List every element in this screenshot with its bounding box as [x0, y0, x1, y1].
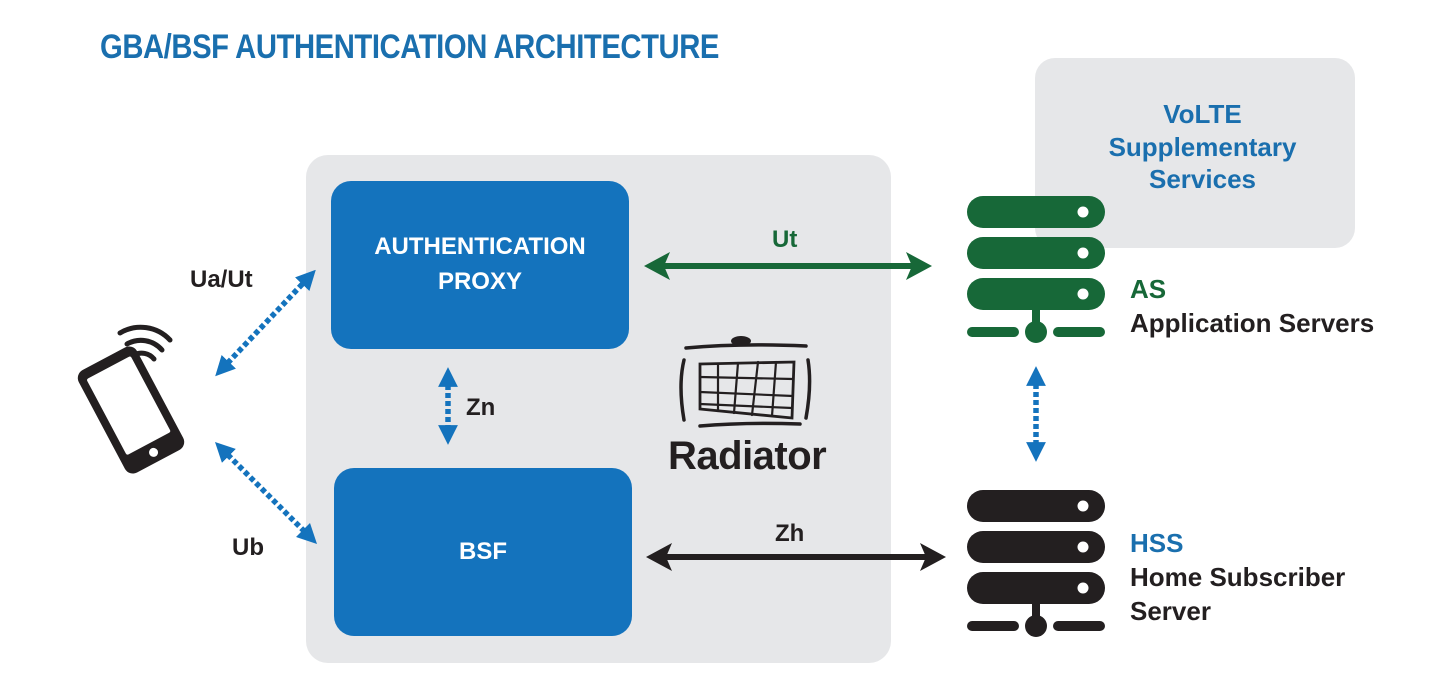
ua-ut-label: Ua/Ut — [190, 266, 253, 293]
volte-line2: Supplementary — [1108, 131, 1297, 162]
auth-proxy-line1: AUTHENTICATION — [374, 233, 586, 261]
as-label: AS Application Servers — [1130, 273, 1374, 341]
hss-label: HSS Home Subscriber Server — [1130, 527, 1345, 628]
volte-line1: VoLTE — [1163, 99, 1242, 129]
ua-ut-arrow — [215, 269, 316, 377]
volte-line3: Services — [1149, 164, 1256, 194]
hss-server-stack-icon — [967, 490, 1105, 637]
ub-arrow — [214, 441, 318, 545]
bsf-node: BSF — [334, 468, 632, 636]
radiator-logo-icon — [679, 336, 812, 428]
ut-arrow — [644, 252, 932, 280]
smartphone-wireless-icon — [77, 324, 185, 474]
authentication-proxy-node: AUTHENTICATION PROXY — [331, 181, 629, 349]
radiator-wordmark: Radiator — [668, 434, 827, 478]
bsf-label: BSF — [459, 537, 507, 565]
hss-name-line1: Home Subscriber — [1130, 561, 1346, 592]
as-abbr: AS — [1130, 274, 1167, 304]
zn-label: Zn — [466, 394, 496, 421]
ub-label: Ub — [232, 534, 264, 561]
ut-label: Ut — [772, 226, 798, 253]
hss-abbr: HSS — [1130, 528, 1184, 558]
hss-name-line2: Server — [1130, 595, 1211, 626]
zh-arrow — [646, 543, 946, 571]
zh-label: Zh — [775, 520, 805, 547]
as-name: Application Servers — [1130, 307, 1375, 338]
auth-proxy-line2: PROXY — [437, 268, 522, 295]
volte-services-label: VoLTE Supplementary Services — [1035, 98, 1370, 196]
diagram-title: GBA/BSF AUTHENTICATION ARCHITECTURE — [100, 28, 719, 66]
as-server-stack-icon — [967, 196, 1105, 343]
